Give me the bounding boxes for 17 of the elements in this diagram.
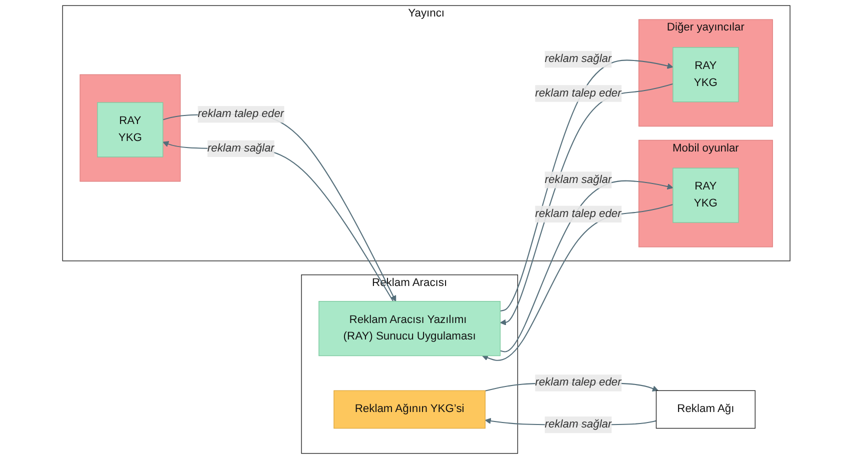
- node-box: RAY YKG: [97, 102, 164, 158]
- edge-label: reklam talep eder: [535, 376, 622, 389]
- arrow: [500, 180, 674, 352]
- edge-label: reklam talep eder: [535, 87, 622, 100]
- edge-label: reklam sağlar: [544, 53, 612, 65]
- edge-label: reklam sağlar: [544, 418, 612, 430]
- edge-label: reklam talep eder: [535, 208, 622, 220]
- node-box: Reklam Ağı: [656, 390, 756, 429]
- edge-label: reklam sağlar: [208, 142, 275, 154]
- node-box: RAY YKG: [672, 47, 739, 102]
- cluster: [80, 74, 181, 182]
- edge-label: reklam sağlar: [544, 174, 612, 186]
- node-box: RAY YKG: [672, 168, 739, 223]
- node-box: Reklam Ağının YKG’si: [334, 390, 486, 429]
- arrow: [482, 204, 674, 361]
- node-box: Reklam Aracısı Yazılımı (RAY) Sunucu Uygulaması: [318, 300, 501, 356]
- edge-label: reklam talep eder: [198, 108, 284, 120]
